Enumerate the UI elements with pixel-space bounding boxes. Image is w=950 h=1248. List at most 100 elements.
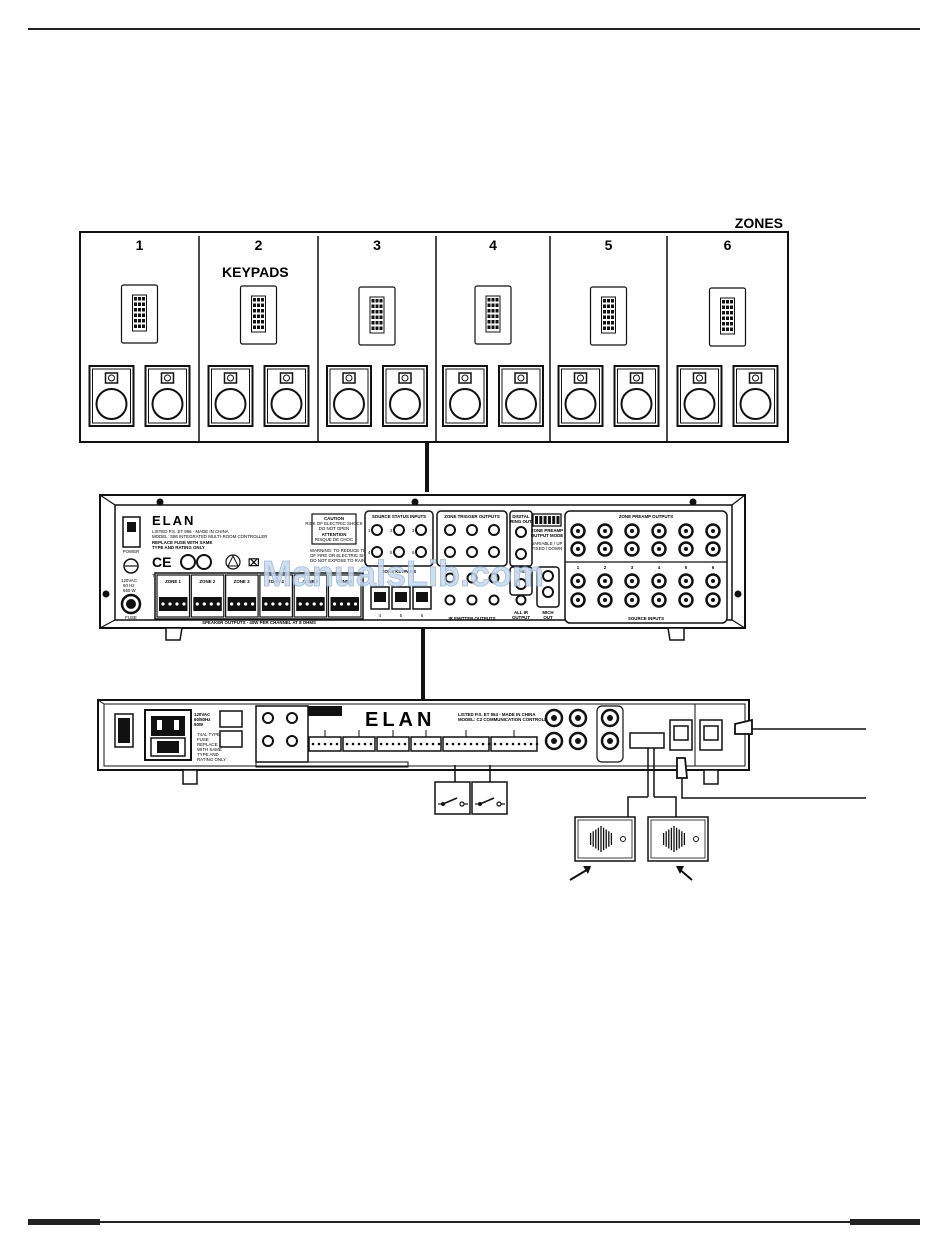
attention-title: ATTENTION xyxy=(322,532,347,537)
keypad-icon xyxy=(120,284,159,344)
foot-icon xyxy=(703,769,719,785)
speaker-terminal-block[interactable] xyxy=(159,597,188,611)
status-input-jack[interactable] xyxy=(415,546,427,558)
trigger-output-jack[interactable] xyxy=(444,524,456,536)
rca-jack[interactable] xyxy=(542,570,554,582)
speaker-zone-label: ZONE 1 xyxy=(165,579,181,584)
keypad-port-number: 5 xyxy=(400,613,403,618)
source-inputs-label: SOURCE INPUTS xyxy=(628,616,664,621)
status-input-jack[interactable] xyxy=(371,524,383,536)
source-input-number: 3 xyxy=(631,565,634,570)
speaker-terminal-block[interactable] xyxy=(193,597,222,611)
status-input-number: 3 xyxy=(412,528,415,533)
screw-icon xyxy=(411,498,419,506)
mic-out-label-2: OUT xyxy=(543,615,553,620)
bottom-rule-left-bar xyxy=(28,1219,100,1225)
doorbell-switch-icon xyxy=(434,781,471,815)
trigger-output-jack[interactable] xyxy=(488,546,500,558)
rca-jack[interactable] xyxy=(515,526,527,538)
speaker-icon xyxy=(207,365,254,427)
speaker-icon xyxy=(442,365,488,427)
controller-model-line-2: MODEL: S86 INTEGRATED MULTI-ROOM CONTROL… xyxy=(152,534,267,539)
speaker-zone-label: ZONE 4 xyxy=(268,579,284,584)
rca-jack[interactable] xyxy=(262,735,274,747)
status-input-jack[interactable] xyxy=(415,524,427,536)
preamp-mode-value-1: VARIABLE / UP xyxy=(532,541,563,546)
comm-fuse-line-6: RATING ONLY xyxy=(197,757,226,762)
comm-fuse-line-5: TYPE AND xyxy=(197,752,219,757)
speaker-terminal-block[interactable] xyxy=(330,597,360,611)
screw-icon xyxy=(734,590,742,598)
zone-number-4: 4 xyxy=(489,237,497,253)
status-input-number: 2 xyxy=(390,528,393,533)
ir-emitter-jack[interactable] xyxy=(466,594,478,606)
trigger-output-jack[interactable] xyxy=(466,546,478,558)
speaker-terminal-block[interactable] xyxy=(296,597,325,611)
keypad-icon xyxy=(358,286,396,346)
zone-number-1: 1 xyxy=(136,237,144,253)
door-station-terminal[interactable] xyxy=(629,732,665,749)
doorbell-switch-icon xyxy=(471,781,508,815)
controller-model-line-1: LISTED P.S. ET 996 - MADE IN CHINA xyxy=(152,529,229,534)
comm-fuse-line-3: REPLACE xyxy=(197,742,218,747)
line-in-label-1: LINE xyxy=(516,569,526,574)
warning-line-2: OF FIRE OR ELECTRIC SHOCK xyxy=(310,553,375,558)
comm-model-line-2: MODEL: C2 COMMUNICATION CONTROLLER xyxy=(458,717,554,722)
source-input-number: 5 xyxy=(685,565,688,570)
rca-jack[interactable] xyxy=(542,586,554,598)
weee-bin-icon: ⌧ xyxy=(248,558,260,569)
communication-controller: 120VAC 60/50Hz 50W T4AL TYPE FUSE REPLAC… xyxy=(97,699,750,785)
caution-label-box xyxy=(311,513,357,545)
status-input-jack[interactable] xyxy=(393,524,405,536)
speaker-icon xyxy=(676,365,723,427)
rca-jack[interactable] xyxy=(286,712,298,724)
comm-voltage-line-1: 120VAC xyxy=(194,712,211,717)
bottom-rule xyxy=(28,1221,920,1223)
source-input-number: 1 xyxy=(577,565,580,570)
comm-voltage-line-3: 50W xyxy=(194,722,204,727)
voltage-line-2: 60 Hz xyxy=(123,583,134,588)
ir-emitter-jack[interactable] xyxy=(466,572,478,584)
voltage-line-1: 120VAC xyxy=(121,578,137,583)
keypads-label: KEYPADS xyxy=(222,264,289,280)
source-input-number: 2 xyxy=(604,565,607,570)
rca-jack[interactable] xyxy=(515,548,527,560)
speaker-icon xyxy=(613,365,660,427)
ir-emitter-jack[interactable] xyxy=(488,594,500,606)
bottom-rule-right-bar xyxy=(850,1219,920,1225)
trigger-output-jack[interactable] xyxy=(488,524,500,536)
attention-line-1: RISQUE DE CHOC xyxy=(315,537,353,542)
switched-outlet xyxy=(219,710,243,728)
screw-icon xyxy=(102,590,110,598)
ir-emitter-jack[interactable] xyxy=(444,572,456,584)
controller-brand-logo: ELAN xyxy=(152,513,195,528)
speaker-zone-label: ZONE 6 xyxy=(337,579,353,584)
ir-emitter-jack[interactable] xyxy=(488,572,500,584)
trigger-output-jack[interactable] xyxy=(444,546,456,558)
ce-mark-icon: CE xyxy=(152,554,171,570)
ir-emitter-jack[interactable] xyxy=(515,594,527,606)
status-input-jack[interactable] xyxy=(393,546,405,558)
speaker-icon xyxy=(326,365,372,427)
rca-jack[interactable] xyxy=(286,735,298,747)
switched-outlet xyxy=(219,730,243,748)
preamp-outputs-label: ZONE PREAMP OUTPUTS xyxy=(619,514,673,519)
fuse-note-line-1: REPLACE FUSE WITH SAME xyxy=(152,540,212,545)
rca-jack[interactable] xyxy=(262,712,274,724)
speaker-terminal-block[interactable] xyxy=(227,597,257,611)
source-status-label: SOURCE STATUS INPUTS xyxy=(372,514,426,519)
speaker-terminal-block[interactable] xyxy=(261,597,291,611)
rca-jack[interactable] xyxy=(515,578,527,590)
speaker-icon xyxy=(498,365,544,427)
comm-fuse-line-2: FUSE xyxy=(197,737,209,742)
digital-out-label-1: DIGITAL xyxy=(512,514,530,519)
trigger-output-jack[interactable] xyxy=(466,524,478,536)
keypad-icon xyxy=(708,287,747,347)
voltage-line-3: 660 W xyxy=(123,588,137,593)
mic-out-label-1: MICH xyxy=(542,610,553,615)
all-ir-label-2: OUTPUT xyxy=(512,615,530,620)
status-input-jack[interactable] xyxy=(371,546,383,558)
fuse-holder-label: FUSE xyxy=(125,615,137,620)
ir-emitter-jack[interactable] xyxy=(444,594,456,606)
